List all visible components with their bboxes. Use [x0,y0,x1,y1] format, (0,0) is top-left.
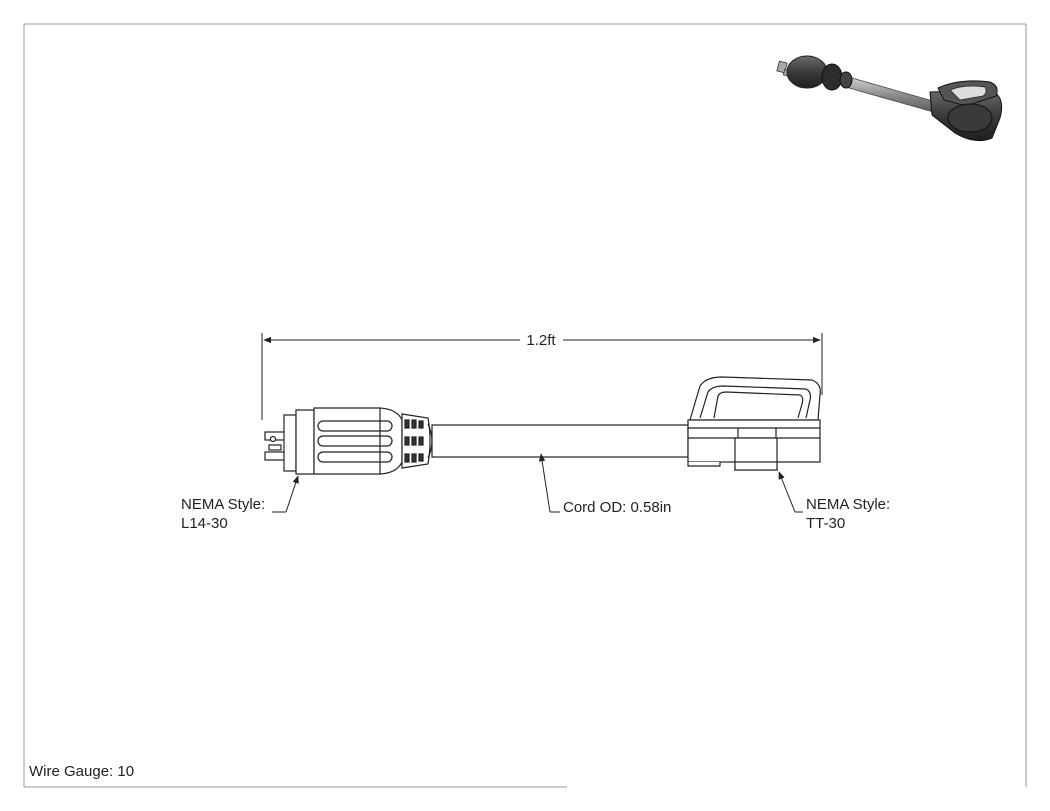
wire-gauge-note: Wire Gauge: 10 [29,763,134,780]
cord-od-label: Cord OD: 0.58in [563,499,671,516]
receptacle-tt-30 [687,376,821,471]
receptacle-style-value: TT-30 [806,515,845,532]
length-label: 1.2ft [526,332,556,349]
plug-l14-30 [264,407,433,475]
cord [431,424,689,458]
isometric-preview [776,55,1003,142]
plug-style-label: NEMA Style: [181,496,265,513]
receptacle-style-label: NEMA Style: [806,496,890,513]
sheet-border [23,23,1027,788]
plug-style-value: L14-30 [181,515,228,532]
callout-leaders [272,453,803,513]
length-dimension [261,333,823,420]
